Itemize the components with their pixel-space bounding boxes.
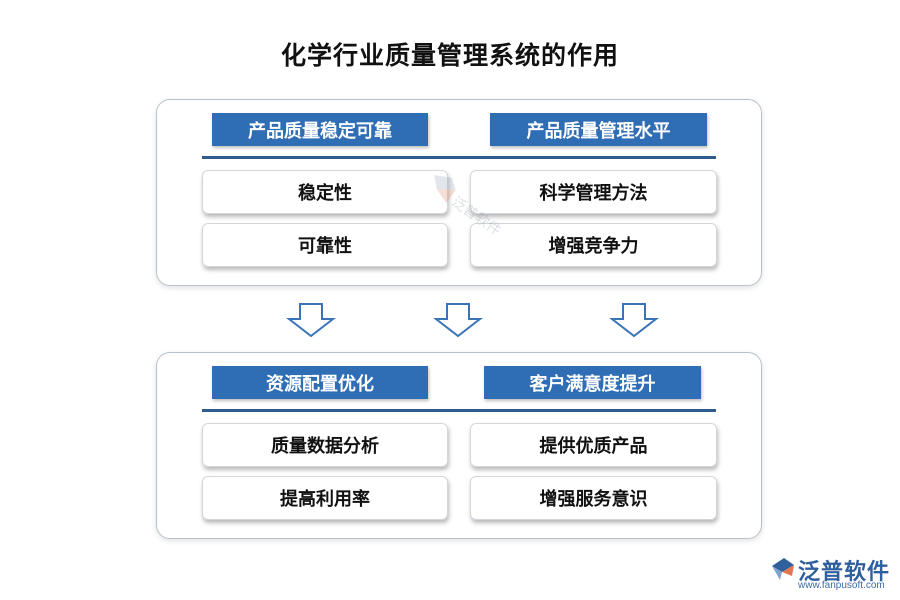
brand-name: 泛普软件 <box>798 560 891 585</box>
item-improve-utilization: 提高利用率 <box>202 476 448 520</box>
header-product-quality-stable: 产品质量稳定可靠 <box>212 113 428 146</box>
diagram-title: 化学行业质量管理系统的作用 <box>280 41 619 70</box>
item-reliability: 可靠性 <box>202 223 448 267</box>
item-scientific-management: 科学管理方法 <box>470 170 717 214</box>
svg-text:泛普软件: 泛普软件 <box>448 194 503 234</box>
header-quality-management-level: 产品质量管理水平 <box>490 113 707 146</box>
fanpu-logo-icon <box>772 558 794 580</box>
divider-line <box>202 156 716 159</box>
watermark-logo-icon: 泛普软件 <box>434 175 504 234</box>
item-service-awareness: 增强服务意识 <box>470 476 717 520</box>
bottom-panel: 资源配置优化 客户满意度提升 质量数据分析 提高利用率 提供优质产品 增强服务意… <box>156 352 762 539</box>
item-quality-data-analysis: 质量数据分析 <box>202 423 448 467</box>
item-stability: 稳定性 <box>202 170 448 214</box>
top-panel: 产品质量稳定可靠 产品质量管理水平 稳定性 可靠性 科学管理方法 增强竞争力 <box>156 99 762 286</box>
down-arrow-icon <box>286 303 336 338</box>
down-arrow-icon <box>433 303 483 338</box>
item-competitiveness: 增强竞争力 <box>470 223 717 267</box>
divider-line <box>202 409 716 412</box>
header-customer-satisfaction: 客户满意度提升 <box>484 366 701 399</box>
brand-url: www.fanpusoft.com <box>798 580 885 591</box>
brand-logo: 泛普软件 www.fanpusoft.com <box>766 552 896 596</box>
header-resource-optimization: 资源配置优化 <box>212 366 428 399</box>
down-arrow-icon <box>609 303 659 338</box>
item-quality-products: 提供优质产品 <box>470 423 717 467</box>
